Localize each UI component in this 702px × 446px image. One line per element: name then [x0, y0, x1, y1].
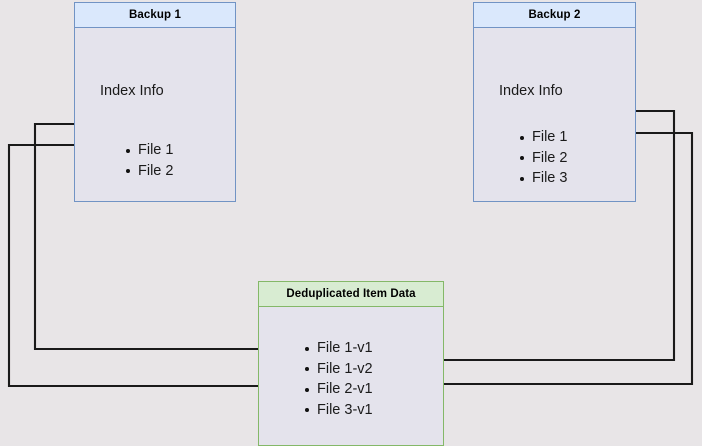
node-backup-1-body: Index Info File 1 File 2 [75, 28, 235, 201]
list-item[interactable]: File 1-v2 [304, 359, 373, 380]
node-backup-2-header: Backup 2 [474, 3, 635, 28]
node-backup-1-header: Backup 1 [75, 3, 235, 28]
list-item[interactable]: File 1 [519, 127, 567, 148]
list-item[interactable]: File 1-v1 [304, 338, 373, 359]
list-item[interactable]: File 2 [125, 161, 173, 182]
list-item[interactable]: File 1 [125, 140, 173, 161]
list-item[interactable]: File 3-v1 [304, 400, 373, 421]
backup-2-index-info-label: Index Info [499, 83, 563, 99]
node-deduplicated-item-data[interactable]: Deduplicated Item Data File 1-v1 File 1-… [258, 281, 444, 446]
list-item[interactable]: File 2-v1 [304, 379, 373, 400]
node-backup-2-body: Index Info File 1 File 2 File 3 [474, 28, 635, 201]
node-backup-2[interactable]: Backup 2 Index Info File 1 File 2 File 3 [473, 2, 636, 202]
node-deduplicated-item-data-body: File 1-v1 File 1-v2 File 2-v1 File 3-v1 [259, 307, 443, 445]
node-backup-1[interactable]: Backup 1 Index Info File 1 File 2 [74, 2, 236, 202]
backup-2-file-list: File 1 File 2 File 3 [519, 127, 567, 189]
backup-1-file-list: File 1 File 2 [125, 140, 173, 181]
list-item[interactable]: File 2 [519, 148, 567, 169]
list-item[interactable]: File 3 [519, 168, 567, 189]
backup-1-index-info-label: Index Info [100, 83, 164, 99]
dedup-file-list: File 1-v1 File 1-v2 File 2-v1 File 3-v1 [304, 338, 373, 420]
node-deduplicated-item-data-header: Deduplicated Item Data [259, 282, 443, 307]
